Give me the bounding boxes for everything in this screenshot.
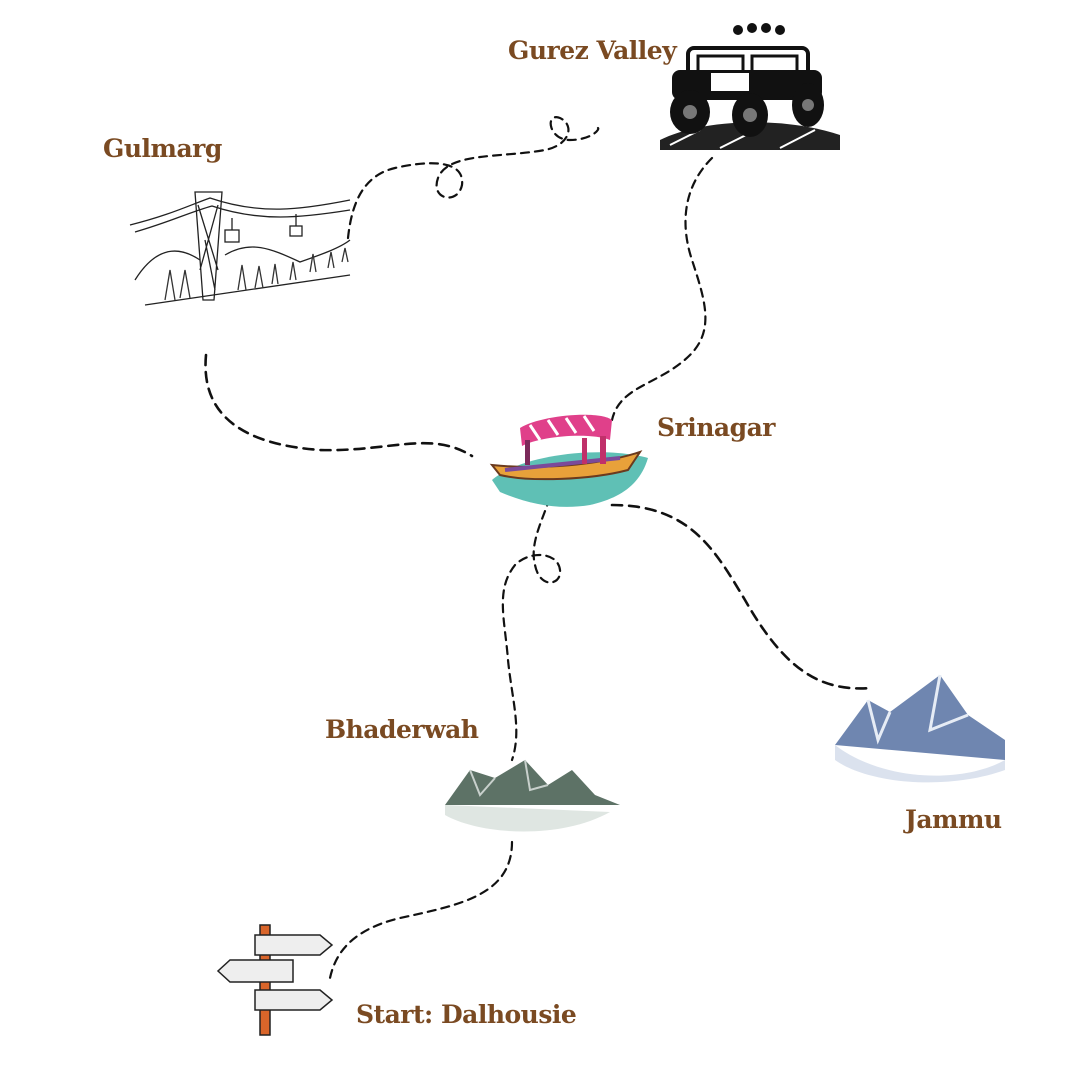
route-gulmarg-srinagar — [204, 353, 474, 458]
stop-label-dalhousie: Start: Dalhousie — [356, 1000, 577, 1029]
cable-car-icon — [129, 191, 351, 306]
route-gulmarg-gurez — [346, 116, 600, 240]
shikara-boat-icon — [489, 414, 648, 507]
stop-label-srinagar: Srinagar — [657, 413, 775, 442]
stop-label-jammu: Jammu — [905, 805, 1002, 834]
route-gurez-srinagar — [610, 156, 714, 422]
mountain-icon — [445, 759, 620, 832]
route-srinagar-jammu — [610, 503, 874, 690]
stop-label-gurez-valley: Gurez Valley — [508, 36, 677, 65]
snow-mountain-icon — [835, 674, 1005, 783]
route-srinagar-bhaderwah — [501, 496, 562, 762]
jeep-icon — [660, 23, 840, 150]
route-dalhousie-bhaderwah — [328, 840, 514, 980]
stop-label-gulmarg: Gulmarg — [103, 134, 222, 163]
signpost-icon — [216, 924, 334, 1036]
stop-label-bhaderwah: Bhaderwah — [325, 715, 479, 744]
